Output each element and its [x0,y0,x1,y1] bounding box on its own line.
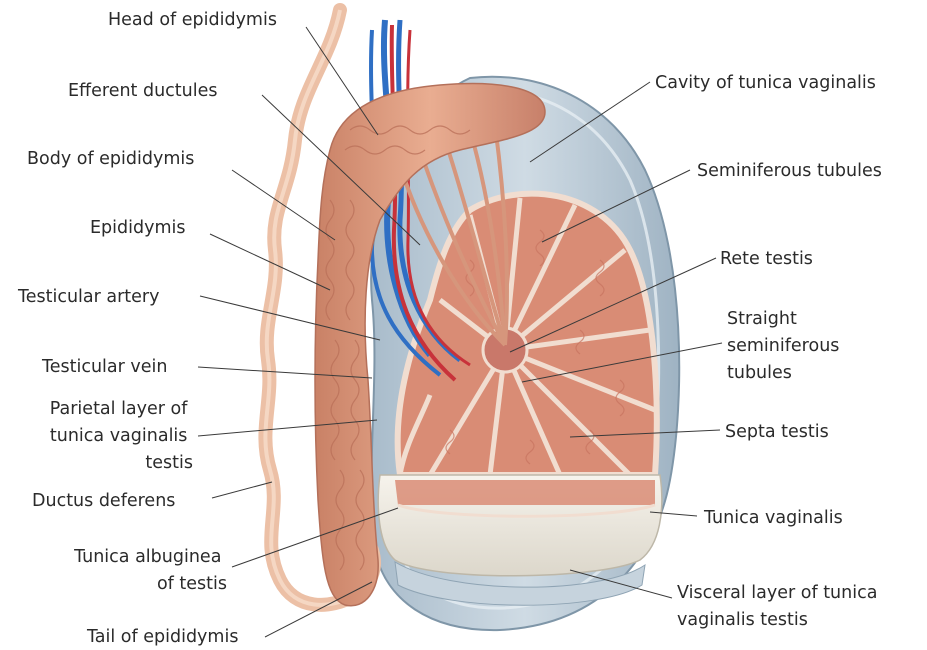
label-straight-seminiferous-tubules: Straight seminiferous tubules [727,309,845,383]
label-testicular-artery: Testicular artery [17,287,159,307]
label-efferent-ductules: Efferent ductules [68,81,218,101]
label-ductus-deferens: Ductus deferens [32,491,175,511]
label-parietal-layer: Parietal layer of tunica vaginalis testi… [50,399,193,473]
label-head-of-epididymis: Head of epididymis [108,10,277,30]
label-tail-of-epididymis: Tail of epididymis [86,627,238,647]
label-seminiferous-tubules: Seminiferous tubules [697,161,882,181]
label-visceral-layer: Visceral layer of tunica vaginalis testi… [677,583,883,630]
label-tunica-albuginea: Tunica albuginea of testis [73,547,227,594]
label-tunica-vaginalis: Tunica vaginalis [703,508,843,528]
leader-ductus-deferens [212,482,272,498]
label-body-of-epididymis: Body of epididymis [27,149,194,169]
label-septa-testis: Septa testis [725,422,829,442]
label-rete-testis: Rete testis [720,249,813,269]
label-cavity-tunica-vaginalis: Cavity of tunica vaginalis [655,73,876,93]
label-epididymis: Epididymis [90,218,186,238]
label-testicular-vein: Testicular vein [41,357,167,377]
